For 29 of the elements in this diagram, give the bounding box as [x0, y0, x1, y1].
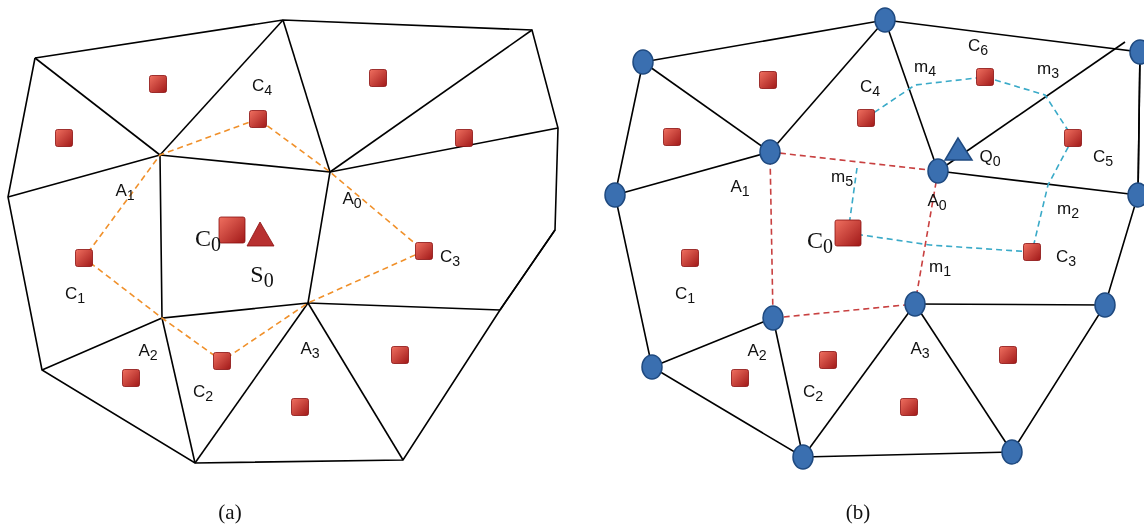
point-label: C$_{0}$	[807, 227, 833, 257]
point-label: m$_{2}$	[1057, 199, 1079, 221]
panel-label: (b)	[845, 501, 871, 523]
point-label: C$_{4}$	[251, 76, 273, 98]
point-label: A$_{3}$	[910, 339, 930, 361]
point-label: C$_{1}$	[674, 284, 696, 306]
point-label: A$_{2}$	[138, 341, 158, 363]
point-label: A$_{1}$	[730, 177, 750, 199]
point-label: C$_{3}$	[1055, 247, 1077, 269]
point-label: A$_{0}$	[342, 189, 362, 211]
point-label: m$_{3}$	[1037, 59, 1059, 81]
point-label: A$_{0}$	[927, 191, 947, 213]
panel-label: (a)	[218, 501, 242, 523]
point-label: C$_{5}$	[1092, 147, 1114, 169]
point-label: C$_{0}$	[195, 225, 221, 255]
point-label: C$_{4}$	[859, 77, 881, 99]
point-label: S$_{0}$	[250, 261, 274, 291]
point-label: A$_{1}$	[115, 181, 135, 203]
point-label: C$_{2}$	[192, 382, 214, 404]
point-label: Q$_{0}$	[979, 147, 1001, 169]
point-label: m$_{4}$	[914, 57, 936, 79]
point-label: A$_{2}$	[747, 341, 767, 363]
point-label: m$_{1}$	[929, 257, 951, 279]
point-label: C$_{3}$	[439, 247, 461, 269]
point-label: m$_{5}$	[831, 167, 853, 189]
point-label: C$_{2}$	[802, 382, 824, 404]
point-label: C$_{6}$	[967, 36, 989, 58]
point-label: C$_{1}$	[64, 284, 86, 306]
point-label: A$_{3}$	[300, 339, 320, 361]
